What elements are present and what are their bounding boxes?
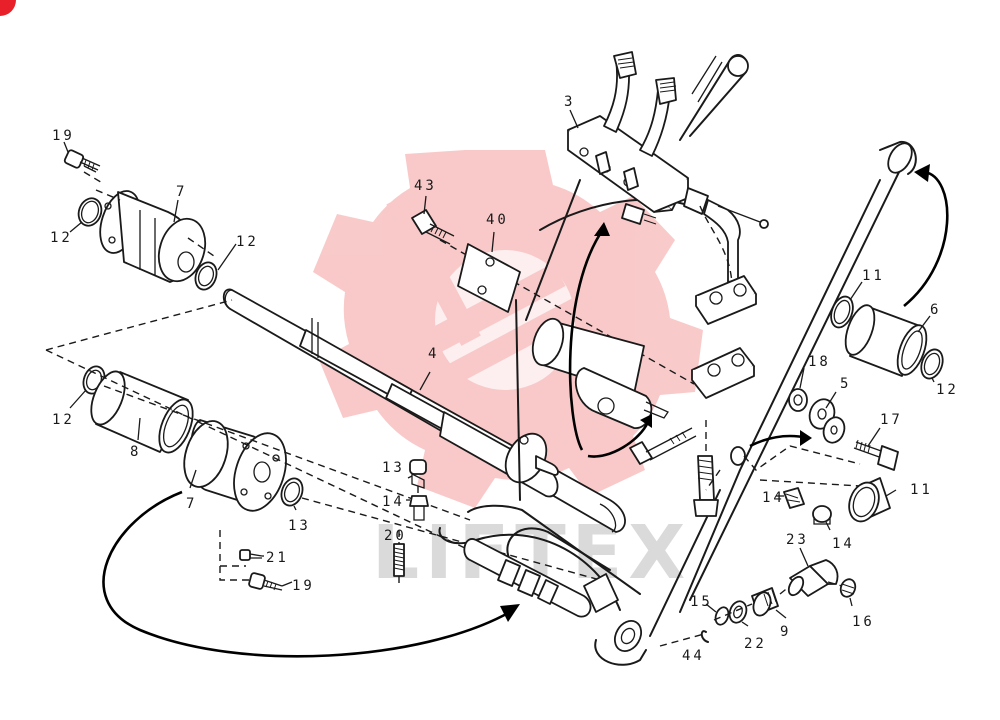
shaft-4 [222, 288, 626, 533]
washer-frame [730, 446, 746, 466]
plug-13-right [812, 505, 832, 525]
callout-11-a: 11 [862, 268, 885, 284]
callout-23: 23 [786, 532, 809, 548]
callout-16: 16 [852, 614, 875, 630]
callout-12-b: 12 [236, 234, 259, 250]
cap-10 [848, 477, 891, 523]
callout-19-top: 19 [52, 128, 75, 144]
long-bolt [629, 427, 697, 465]
cap-16 [839, 578, 857, 598]
vertical-bolt [693, 455, 719, 517]
lift-frame [438, 140, 917, 666]
callout-8: 8 [130, 444, 141, 460]
bolt-17 [853, 439, 899, 471]
assembly-line-6 [301, 497, 601, 581]
plate-40 [457, 243, 521, 313]
callout-22: 22 [744, 636, 767, 652]
callout-19-bottom: 19 [292, 578, 315, 594]
control-lever [679, 54, 749, 141]
callout-12-d: 13 [288, 518, 311, 534]
screw-21 [239, 549, 263, 561]
bolt-19-bottom [248, 572, 283, 591]
callout-13-right: 14 [832, 536, 855, 552]
assembly-line-4 [103, 385, 471, 521]
bushing-8 [90, 370, 194, 454]
o-ring-15 [714, 606, 730, 626]
bushing-6 [844, 304, 928, 377]
callout-labels: 19 12 7 12 3 4 12 8 7 13 21 19 40 43 13 … [50, 94, 959, 664]
snap-ring-44 [700, 630, 709, 643]
callout-17: 17 [880, 412, 903, 428]
curved-arrow-bottom [102, 490, 520, 658]
hose-left [603, 51, 637, 133]
arrow-to-frame [749, 430, 812, 448]
callout-15: 15 [690, 594, 713, 610]
elbow-fitting-23 [787, 559, 839, 597]
plug-13-mid [409, 459, 427, 489]
corner-badge [0, 0, 16, 16]
callout-20: 20 [384, 528, 407, 544]
callout-14-mid: 14 [382, 494, 405, 510]
callout-14-right: 14 [762, 490, 785, 506]
bolt-19-top [63, 149, 101, 173]
assembly-line-1 [83, 171, 215, 257]
assembly-line-11 [743, 445, 861, 487]
callout-4: 4 [428, 346, 439, 362]
hose-right [639, 77, 677, 157]
callout-21: 21 [266, 550, 289, 566]
callout-43: 43 [414, 178, 437, 194]
valve-block-3 [567, 115, 689, 213]
arrow-mid-left [568, 222, 652, 458]
callout-11-b: 12 [936, 382, 959, 398]
callout-12-c: 12 [52, 412, 75, 428]
flange-housing-7-top [99, 190, 207, 283]
clamp-block-lower [691, 347, 755, 399]
callout-7-top: 7 [176, 184, 187, 200]
washers-5 [808, 398, 846, 444]
clamp-block-upper [695, 275, 757, 325]
assembly-line-5 [219, 530, 250, 581]
curved-arrow-top-right [903, 164, 949, 308]
callout-10: 11 [910, 482, 933, 498]
adapter-9 [751, 587, 779, 617]
o-ring-12-a [77, 197, 103, 227]
o-ring-11-b [920, 348, 944, 380]
fitting-14-right [783, 487, 805, 509]
o-ring-12-d [280, 477, 304, 507]
o-ring-11-a [830, 295, 854, 329]
spring-20 [393, 543, 405, 577]
callout-18: 18 [808, 354, 831, 370]
assembly-line-2 [45, 299, 233, 351]
callout-7-bottom: 7 [186, 496, 197, 512]
callout-13-mid: 13 [382, 460, 405, 476]
fitting-14-mid [409, 495, 429, 521]
callout-3: 3 [564, 94, 575, 110]
nut-18 [788, 388, 808, 412]
callout-44: 44 [682, 648, 705, 664]
callout-9: 9 [780, 624, 791, 640]
piston-rod [463, 538, 592, 618]
assembly-line-10 [699, 205, 733, 285]
assembly-line-9 [705, 420, 721, 491]
washer-22 [728, 600, 748, 624]
pivot-pin [531, 317, 669, 429]
leader-lines [63, 109, 935, 627]
o-ring-12-b [194, 261, 218, 291]
bolt-43 [411, 209, 455, 245]
callout-6: 6 [930, 302, 941, 318]
assembly-line-8 [398, 486, 419, 588]
callout-12-a: 12 [50, 230, 73, 246]
callout-40: 40 [486, 212, 509, 228]
flange-housing-7-bottom [183, 419, 287, 512]
callout-5: 5 [840, 376, 851, 392]
manifold-fittings [621, 187, 769, 283]
